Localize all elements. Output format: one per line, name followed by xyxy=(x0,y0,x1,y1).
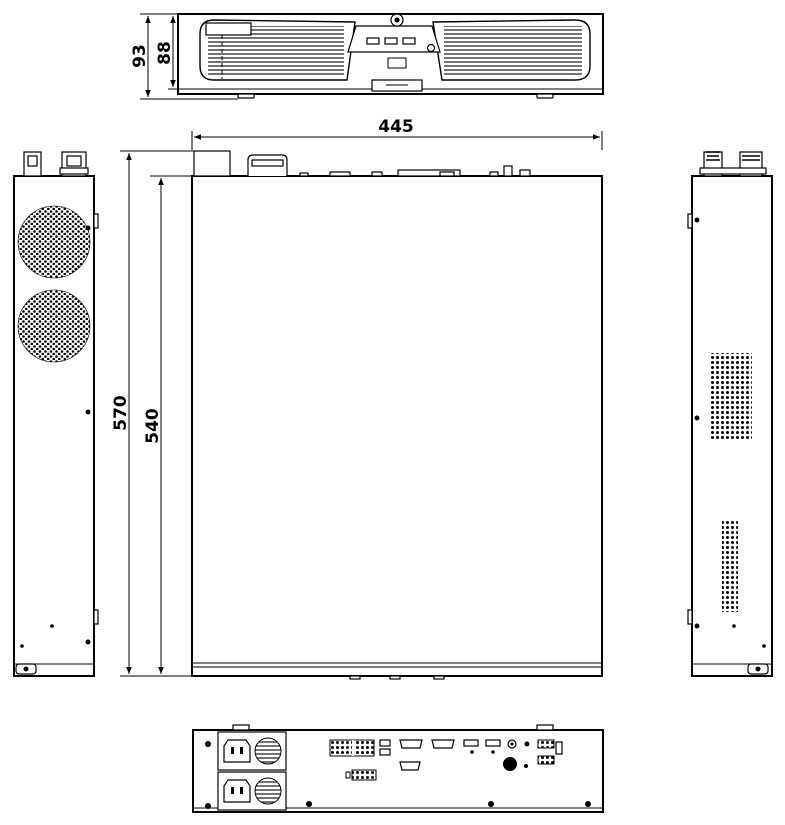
right-side-view xyxy=(687,151,773,677)
top-width-label: 445 xyxy=(378,117,414,137)
front-body-height-label: 88 xyxy=(155,41,175,65)
rear-view xyxy=(192,724,604,813)
front-total-height-label: 93 xyxy=(130,44,150,68)
left-side-view xyxy=(13,151,99,677)
top-total-depth-label: 570 xyxy=(111,395,131,431)
front-view: 93 88 xyxy=(130,13,604,100)
top-body-depth-label: 540 xyxy=(143,408,163,444)
top-view: 445 570 540 xyxy=(111,117,603,680)
